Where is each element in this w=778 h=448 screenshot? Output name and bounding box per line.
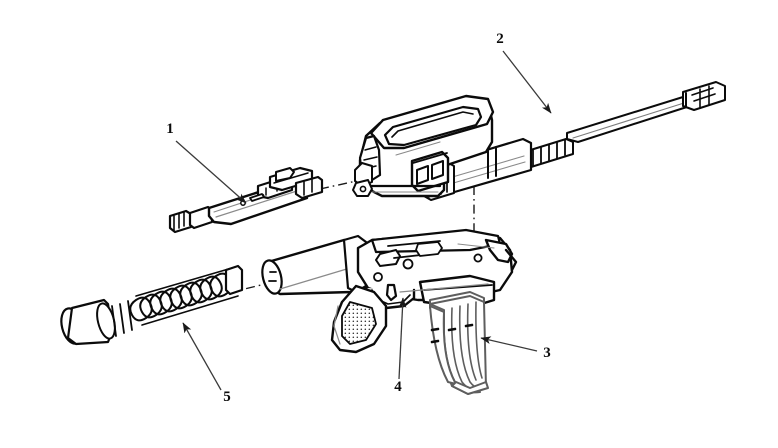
takedown-pin: [473, 253, 483, 263]
leader-line-2: [502, 50, 552, 114]
bolt-head: [168, 209, 193, 234]
bolt-neck: [188, 205, 214, 230]
pistol-grip-edge-shading: [333, 305, 341, 345]
callout-number-2: 2: [496, 31, 504, 47]
handguard-sleeve-band: [487, 146, 497, 179]
pistol-grip-panel: [341, 301, 377, 345]
lower-receiver-shading-1: [399, 283, 489, 293]
safety-selector-tail: [504, 248, 518, 272]
bolt-head-lugs: [173, 211, 185, 231]
action-spring-top-edge: [135, 267, 233, 297]
barrel-shading: [572, 102, 685, 139]
ejection-port-window-2: [431, 160, 444, 180]
leader-line-3: [480, 336, 538, 352]
carry-handle-aperture: [383, 105, 483, 147]
buffer-collar-rings: [111, 300, 133, 337]
bolt-catch: [375, 249, 401, 267]
part-upper-receiver-barrel-assembly: [352, 81, 726, 201]
pivot-pin-rear: [373, 272, 383, 282]
action-spring-tail: [224, 264, 244, 296]
part-buffer-and-action-spring: [60, 264, 244, 346]
magazine-notch-3: [447, 327, 457, 332]
part-bolt-carrier-group: [168, 166, 324, 234]
buffer-tube-shading: [279, 267, 351, 290]
flash-hider-slots: [691, 85, 716, 109]
upper-receiver-shading-2: [395, 141, 441, 156]
bolt-carrier-tail: [294, 175, 324, 200]
callout-number-5: 5: [223, 389, 231, 405]
magazine-notch-1: [430, 327, 440, 332]
leader-line-1: [175, 140, 247, 204]
part-magazine: [429, 291, 489, 395]
lower-receiver-shading-2: [457, 243, 495, 249]
leader-line-5: [182, 322, 222, 391]
part-lower-receiver-trigger-group: [261, 228, 518, 354]
bolt-carrier-tail-ring: [303, 178, 313, 196]
trigger: [385, 283, 398, 302]
leader-line-4: [398, 297, 407, 380]
buffer-tube-retainer: [268, 271, 277, 282]
magazine-notch-4: [464, 323, 474, 328]
charging-handle-line: [273, 172, 309, 184]
callout-number-4: 4: [394, 379, 402, 395]
safety-selector-lever: [484, 238, 514, 264]
action-spring-coils: [129, 272, 233, 322]
callout-number-1: 1: [166, 121, 174, 137]
carry-handle-inner-line: [391, 111, 474, 138]
front-sight-ring-lines: [532, 139, 566, 167]
lower-receiver-detail-b: [415, 241, 443, 257]
magazine-floorplate: [451, 381, 489, 395]
carrier-cam-slot: [249, 193, 265, 202]
buffer-tube-front-face: [261, 259, 283, 295]
callout-number-3: 3: [543, 345, 551, 361]
pivot-pin: [359, 185, 367, 193]
callout-numbers: 1 2 3 4 5: [166, 31, 551, 405]
callout-leaders: [175, 50, 552, 391]
magazine-notch-2: [430, 339, 440, 344]
ejection-port-window-1: [416, 165, 429, 185]
bolt-carrier-shading-1: [215, 189, 301, 218]
flash-hider: [682, 81, 726, 111]
magazine-rib-4: [475, 301, 483, 379]
action-spring-bottom-edge: [141, 295, 239, 326]
ejection-port-hinge: [412, 152, 448, 164]
magazine-rib-3: [466, 303, 477, 381]
magazine-release-button: [402, 258, 414, 270]
